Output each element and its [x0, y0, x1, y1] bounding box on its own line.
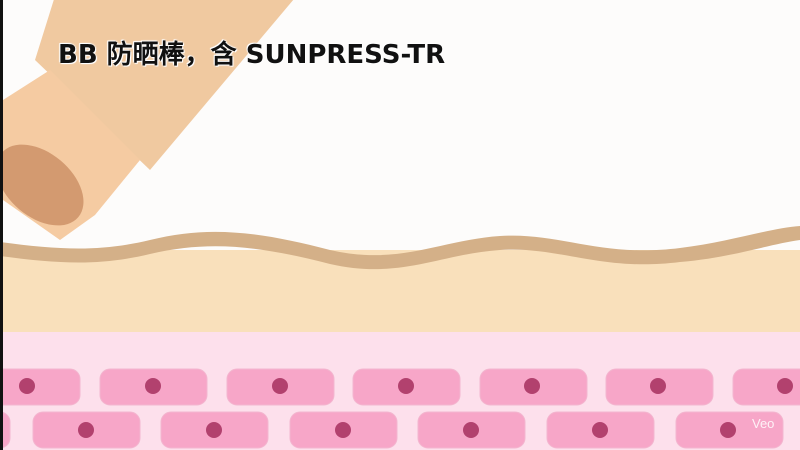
sunscreen-stick [0, 0, 294, 240]
cell-nucleus [145, 378, 161, 394]
cell-nucleus [335, 422, 351, 438]
veo-watermark: Veo [752, 416, 775, 431]
cell-nucleus [272, 378, 288, 394]
cell-nucleus [398, 378, 414, 394]
cell-nucleus [650, 378, 666, 394]
stick-tube-body [35, 0, 294, 170]
video-title: BB 防晒棒，含 SUNPRESS-TR [58, 40, 446, 70]
cell-nucleus [19, 378, 35, 394]
skin-cell [732, 368, 800, 406]
skin-cell [0, 368, 81, 406]
cell-nucleus [78, 422, 94, 438]
cell-nucleus [777, 378, 793, 394]
cell-nucleus [592, 422, 608, 438]
cell-nucleus [206, 422, 222, 438]
cell-nucleus [524, 378, 540, 394]
foundation-wave-band [0, 226, 800, 270]
stick-tip [0, 144, 84, 226]
skin-cells [0, 368, 800, 449]
cell-nucleus [463, 422, 479, 438]
left-border [0, 0, 3, 450]
cell-nucleus [720, 422, 736, 438]
